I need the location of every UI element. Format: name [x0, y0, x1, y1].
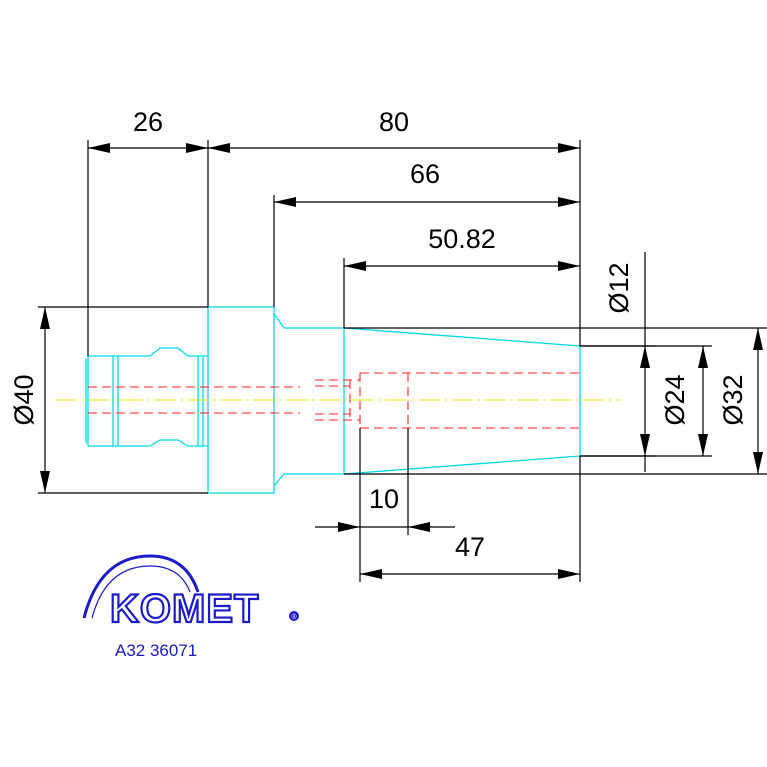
part-outline	[85, 306, 581, 494]
dimension-66: 66	[273, 159, 580, 307]
komet-logo: KOMET ® A32 36071	[82, 554, 299, 660]
hidden-bore	[88, 372, 580, 429]
dimension-dia40: Ø40	[9, 306, 208, 494]
dim-label-47: 47	[455, 532, 485, 562]
dimension-dia24: Ø24	[580, 345, 712, 457]
registered-mark-icon	[289, 611, 299, 621]
logo-brand-text: KOMET	[110, 587, 259, 631]
dimension-dia12: Ø12	[580, 252, 655, 472]
dimension-80: 80	[208, 107, 581, 346]
dimension-26: 26	[87, 107, 209, 356]
shank-outline	[85, 347, 208, 447]
dimension-10: 10	[315, 428, 455, 535]
neck-outline	[273, 313, 344, 487]
dim-label-50-82: 50.82	[428, 224, 496, 254]
dim-label-80: 80	[379, 107, 409, 137]
dim-label-66: 66	[410, 159, 440, 189]
dim-label-26: 26	[133, 107, 163, 137]
dimension-dia32: Ø32	[344, 327, 767, 475]
taper-outline	[343, 327, 581, 475]
part-number: A32 36071	[115, 641, 197, 660]
dim-label-10: 10	[369, 484, 399, 514]
dim-label-dia12: Ø12	[604, 262, 634, 313]
logo-arc	[82, 554, 200, 619]
dim-label-dia24: Ø24	[660, 374, 690, 425]
collar-outline	[207, 306, 275, 494]
dim-label-dia40: Ø40	[9, 374, 39, 425]
dim-label-dia32: Ø32	[718, 374, 748, 425]
dimension-50-82: 50.82	[343, 224, 580, 328]
dimension-47: 47	[359, 456, 581, 582]
registered-mark: ®	[291, 613, 297, 621]
logo-arc-inner	[91, 565, 191, 619]
